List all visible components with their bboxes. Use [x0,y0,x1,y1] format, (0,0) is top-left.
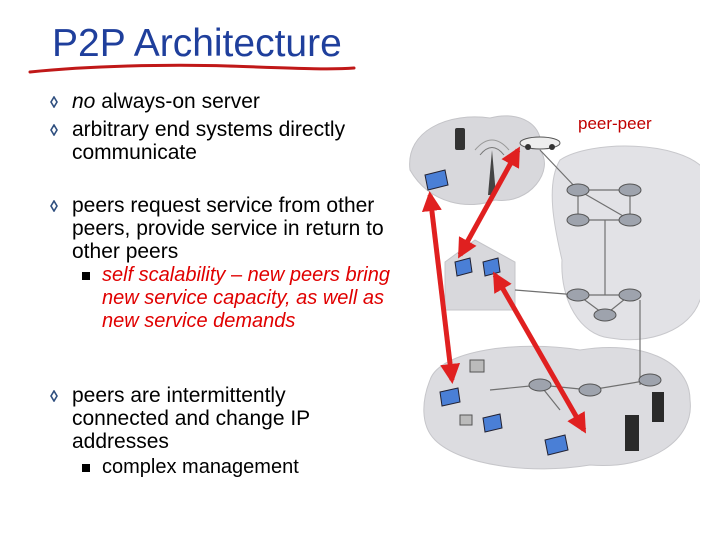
mobile-network-cloud [409,115,545,206]
square-bullet-icon [82,272,90,280]
bullet-3-sub-italic: self scalability [102,264,226,286]
phone-icon [455,128,465,150]
server-icon [625,392,664,451]
desktop-icon [459,359,485,426]
bullet-3-text: peers request service from other peers, … [72,194,384,263]
diamond-bullet-icon [50,96,58,108]
square-bullet-icon [82,464,90,472]
diamond-bullet-icon [50,124,58,136]
isp-network-cloud [551,145,700,341]
bullet-list: no always-on server arbitrary end system… [50,90,412,479]
bullet-4-sub-text: complex management [102,456,299,478]
car-icon [519,136,561,150]
diamond-bullet-icon [50,390,58,402]
peer-peer-label: peer-peer [578,114,652,133]
bullet-1-text: no always-on server [72,90,412,113]
home-network [444,239,516,311]
bullet-1-emphasis: no [72,90,96,113]
laptop-icon [424,169,569,456]
title-underline [28,63,356,74]
bullet-3-sub-dash: – [225,264,248,286]
bullet-1-rest: always-on server [95,90,260,113]
peer-arrows [421,146,587,434]
bullet-3-sub-rest: new peers bring new service capacity, as… [102,264,390,332]
diamond-bullet-icon [50,200,58,212]
bullet-3-sub-text: self scalability – new peers bring new s… [102,264,402,333]
slide-title: P2P Architecture [52,22,342,65]
bullet-2-text: arbitrary end systems directly communica… [72,118,346,164]
network-diagram [409,115,700,470]
bullet-3-subitem: self scalability – new peers bring new s… [82,264,402,333]
bullet-4-subitem: complex management [82,456,402,479]
bullet-4-text: peers are intermittently connected and c… [72,384,310,453]
